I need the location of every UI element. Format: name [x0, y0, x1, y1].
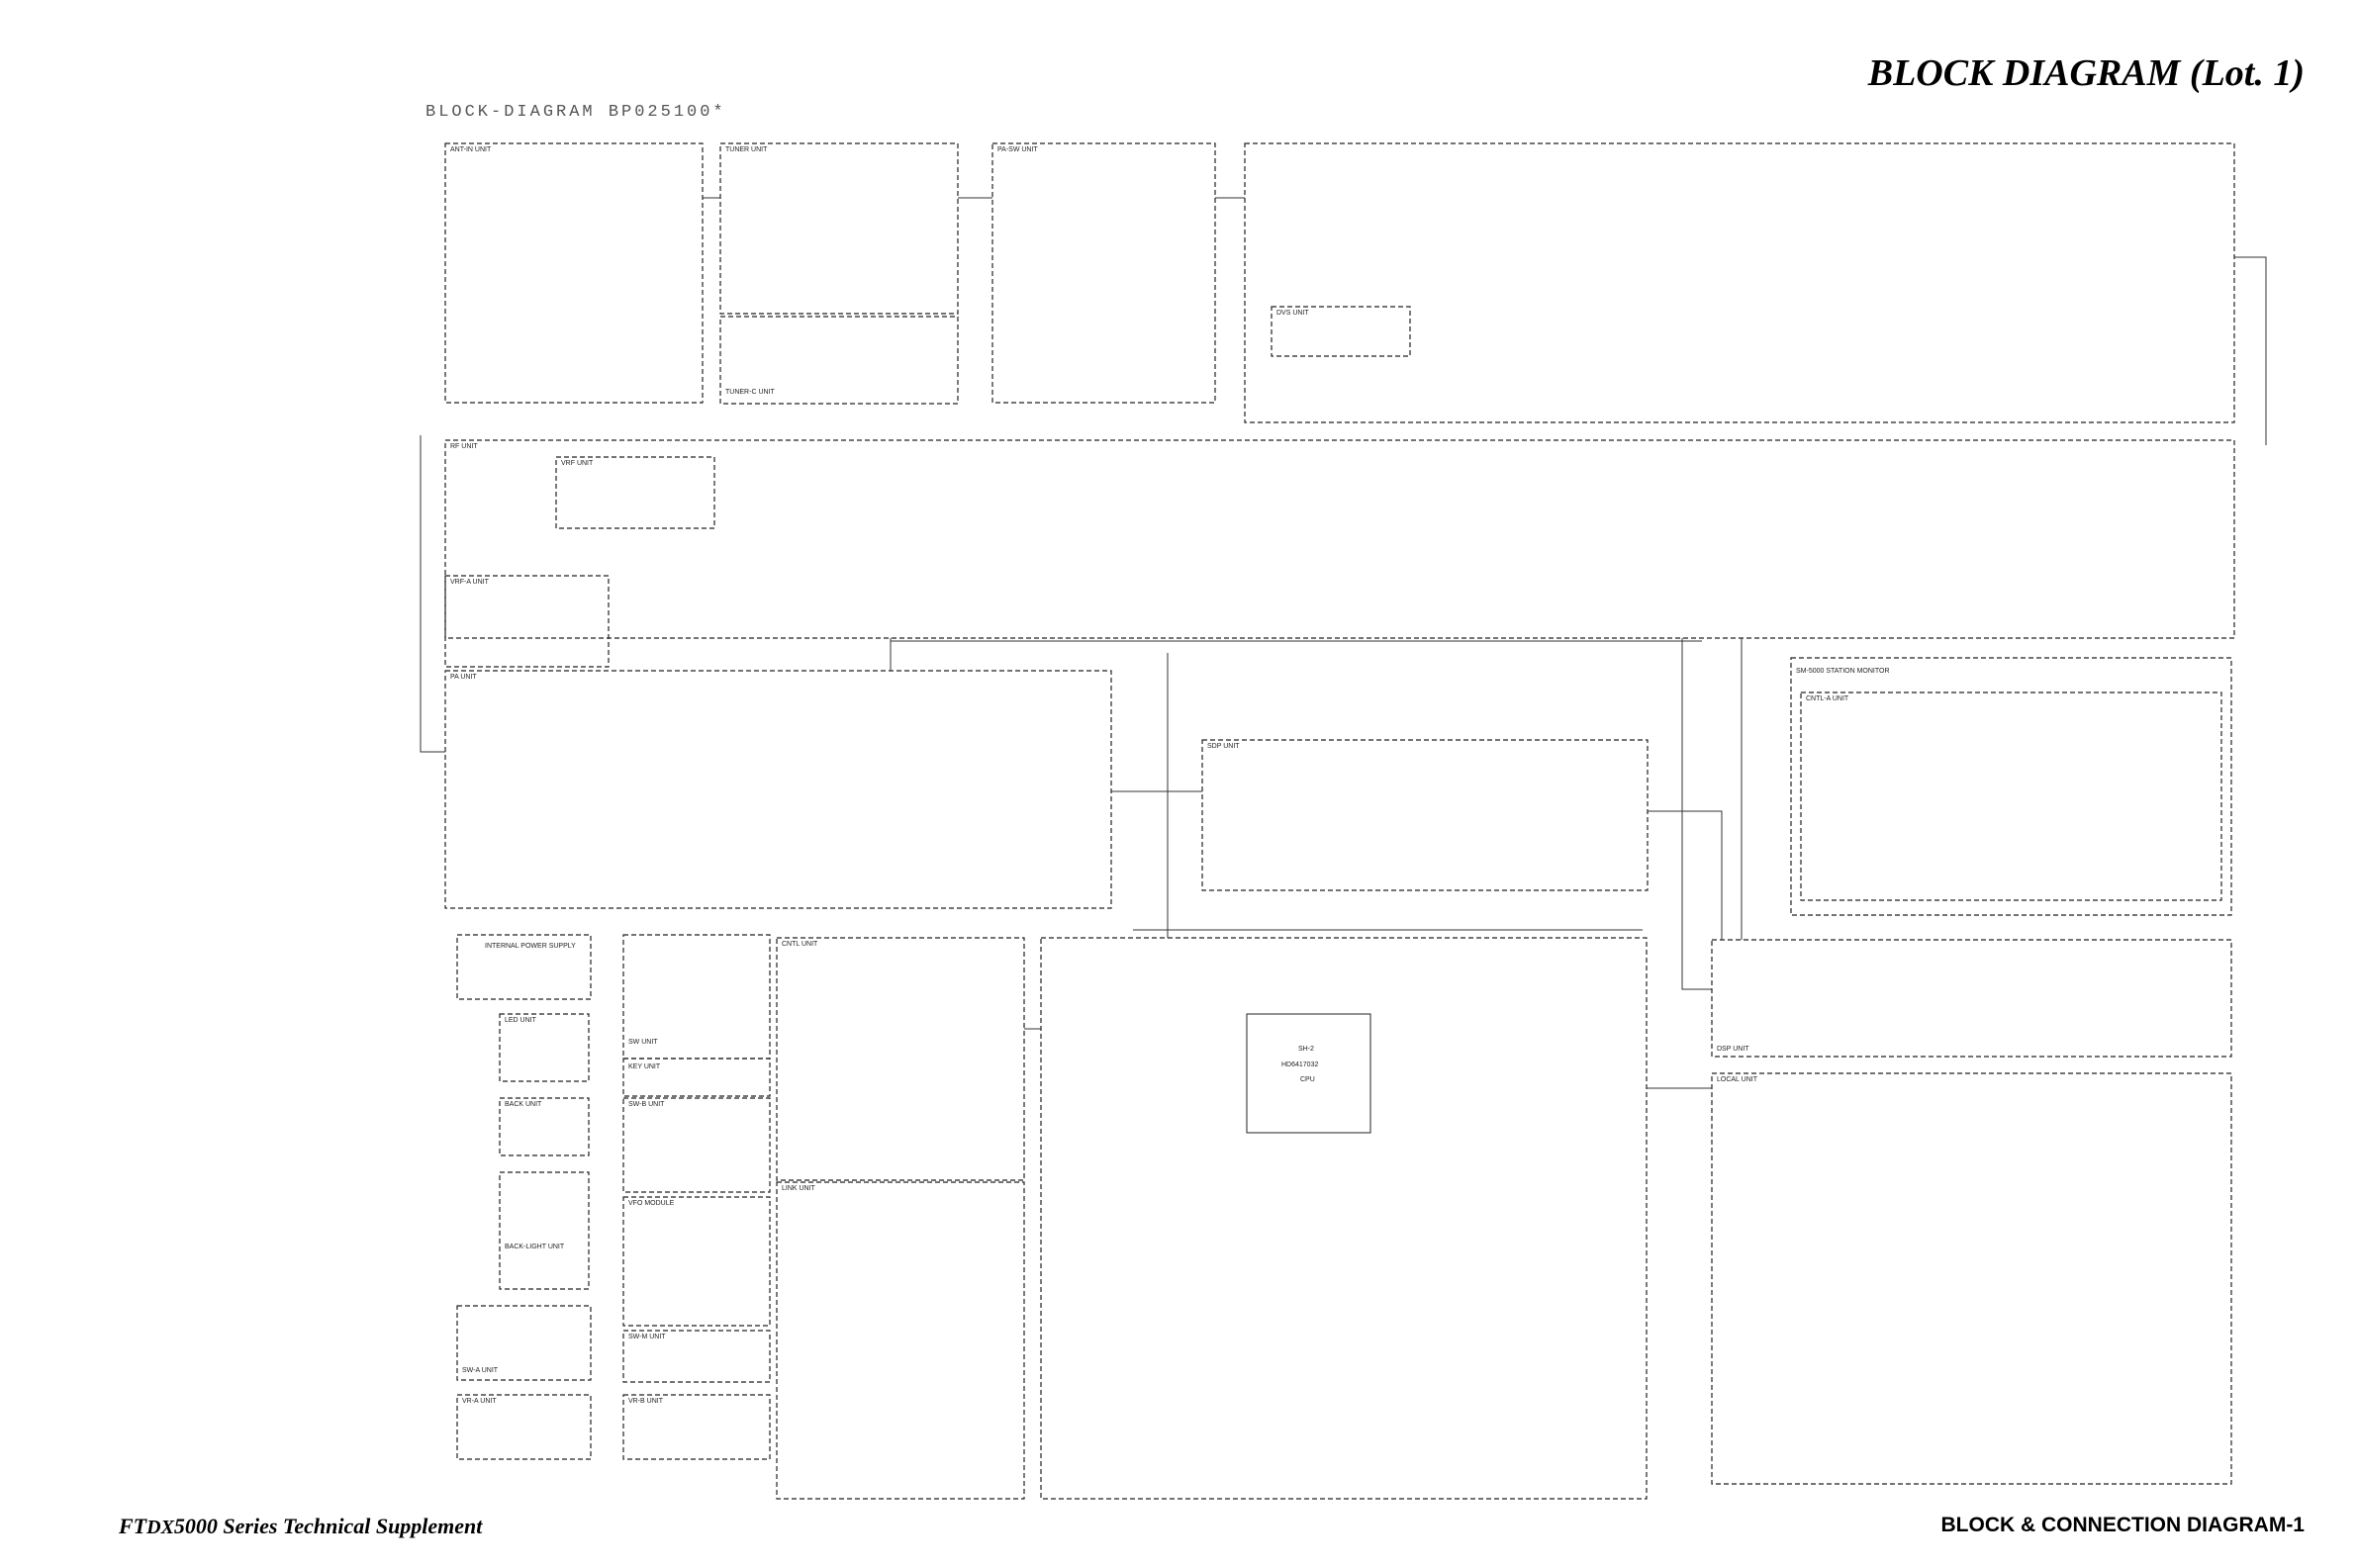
unit-swb: SW-B UNIT: [622, 1097, 771, 1193]
unit-cntl-a: CNTL-A UNIT: [1800, 692, 2222, 901]
svg-text:VR-A UNIT: VR-A UNIT: [462, 1398, 497, 1405]
svg-text:VR-B UNIT: VR-B UNIT: [628, 1398, 664, 1405]
cpu-block: SH-2 HD6417032 CPU: [1246, 1013, 1371, 1134]
svg-text:PA UNIT: PA UNIT: [450, 674, 477, 681]
svg-text:LINK UNIT: LINK UNIT: [782, 1185, 816, 1192]
unit-tuner: TUNER UNIT: [719, 142, 959, 315]
svg-text:SM-5000 STATION MONITOR: SM-5000 STATION MONITOR: [1796, 668, 1890, 675]
svg-text:SW UNIT: SW UNIT: [628, 1039, 658, 1046]
unit-vfo: VFO MODULE: [622, 1196, 771, 1327]
page-title: BLOCK DIAGRAM (Lot. 1): [1867, 52, 2305, 94]
unit-vrf-a: VRF-A UNIT: [444, 575, 610, 668]
svg-text:LOCAL UNIT: LOCAL UNIT: [1717, 1076, 1758, 1083]
svg-text:DSP UNIT: DSP UNIT: [1717, 1046, 1749, 1053]
svg-text:BACK UNIT: BACK UNIT: [505, 1101, 542, 1108]
svg-text:SW-A UNIT: SW-A UNIT: [462, 1367, 499, 1374]
unit-sdp: SDP UNIT: [1201, 739, 1649, 891]
unit-vrf: VRF UNIT: [555, 456, 715, 529]
unit-cntl-main: [1040, 937, 1648, 1500]
svg-text:SW-M UNIT: SW-M UNIT: [628, 1334, 666, 1340]
unit-pa: PA UNIT: [444, 670, 1112, 909]
svg-text:VRF UNIT: VRF UNIT: [561, 460, 594, 467]
sheet-label: BLOCK-DIAGRAM BP025100*: [425, 103, 726, 122]
unit-local: LOCAL UNIT: [1711, 1072, 2232, 1485]
unit-backlight: BACK-LIGHT UNIT: [499, 1171, 590, 1290]
unit-pa-sw: PA-SW UNIT: [991, 142, 1216, 404]
unit-swm: SW-M UNIT: [622, 1330, 771, 1383]
unit-sm-5000: SM-5000 STATION MONITOR: [1790, 657, 2232, 916]
unit-sw: SW UNIT: [622, 934, 771, 1060]
svg-text:CPU: CPU: [1300, 1076, 1315, 1083]
svg-text:CNTL UNIT: CNTL UNIT: [782, 941, 818, 948]
footer-supplement-title: FTDX5000 Series Technical Supplement: [119, 1514, 483, 1538]
svg-text:TUNER UNIT: TUNER UNIT: [725, 146, 768, 153]
svg-text:VFO MODULE: VFO MODULE: [628, 1200, 675, 1207]
unit-swm-panel: CNTL UNIT: [776, 937, 1025, 1181]
unit-led: LED UNIT: [499, 1013, 590, 1082]
unit-main-rx: [1244, 142, 2235, 423]
svg-text:INTERNAL POWER SUPPLY: INTERNAL POWER SUPPLY: [485, 943, 576, 950]
svg-text:PA-SW UNIT: PA-SW UNIT: [997, 146, 1038, 153]
unit-vr-a: VR-A UNIT: [456, 1394, 592, 1460]
svg-text:CNTL-A UNIT: CNTL-A UNIT: [1806, 695, 1849, 702]
bus-lines: [420, 197, 2267, 1089]
svg-text:ANT-IN UNIT: ANT-IN UNIT: [450, 146, 492, 153]
svg-text:KEY UNIT: KEY UNIT: [628, 1063, 661, 1070]
unit-vr-b: VR-B UNIT: [622, 1394, 771, 1460]
svg-text:HD6417032: HD6417032: [1281, 1061, 1318, 1068]
svg-text:SW-B UNIT: SW-B UNIT: [628, 1101, 665, 1108]
unit-back: BACK UNIT: [499, 1097, 590, 1156]
svg-text:DVS UNIT: DVS UNIT: [1276, 310, 1309, 317]
unit-tuner-c: TUNER-C UNIT: [719, 316, 959, 405]
footer-page-label: BLOCK & CONNECTION DIAGRAM-1: [1940, 1514, 2306, 1536]
svg-text:SDP UNIT: SDP UNIT: [1207, 743, 1240, 750]
svg-text:VRF-A UNIT: VRF-A UNIT: [450, 579, 490, 586]
unit-ant-in: ANT-IN UNIT: [444, 142, 704, 404]
svg-text:TUNER-C UNIT: TUNER-C UNIT: [725, 389, 775, 396]
unit-dvs: DVS UNIT: [1271, 306, 1411, 357]
unit-sw-a: SW-A UNIT: [456, 1305, 592, 1381]
svg-text:SH-2: SH-2: [1298, 1046, 1314, 1053]
svg-text:RF UNIT: RF UNIT: [450, 443, 478, 450]
unit-power: INTERNAL POWER SUPPLY: [456, 934, 592, 1000]
unit-link: LINK UNIT: [776, 1181, 1025, 1500]
unit-rf: RF UNIT: [444, 439, 2235, 639]
svg-text:LED UNIT: LED UNIT: [505, 1017, 537, 1024]
unit-key: KEY UNIT: [622, 1058, 771, 1097]
unit-dsp: DSP UNIT: [1711, 939, 2232, 1058]
svg-text:BACK-LIGHT UNIT: BACK-LIGHT UNIT: [505, 1244, 565, 1250]
